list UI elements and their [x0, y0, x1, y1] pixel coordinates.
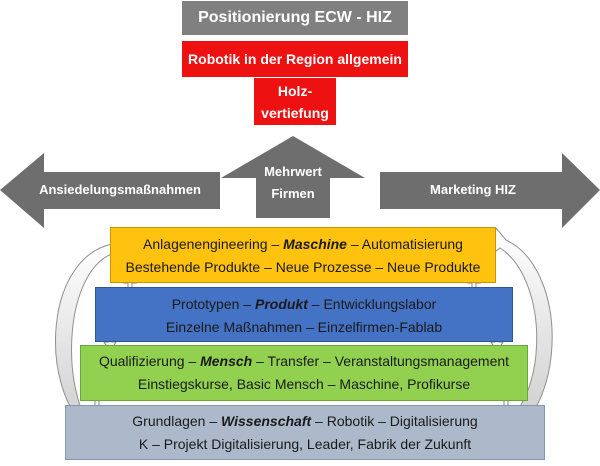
- layer-science-row1: Grundlagen – Wissenschaft – Robotik – Di…: [132, 413, 478, 429]
- layer-science-keyword: Wissenschaft: [221, 413, 312, 429]
- layer-machine-keyword: Maschine: [283, 236, 347, 252]
- layer-human-keyword: Mensch: [200, 353, 253, 369]
- layer-product-keyword: Produkt: [254, 296, 308, 312]
- up-arrow-label-line1: Mehrwert: [264, 164, 322, 179]
- layer-science: Grundlagen – Wissenschaft – Robotik – Di…: [65, 405, 545, 460]
- region-robotics-label: Robotik in der Region allgemein: [188, 51, 402, 67]
- layer-science-row2: K – Projekt Digitalisierung, Leader, Fab…: [138, 436, 472, 452]
- up-arrow-label-line2: Firmen: [271, 186, 315, 201]
- layer-machine: Anlagenengineering – Maschine – Automati…: [110, 227, 496, 283]
- diagram-title-text: Positionierung ECW - HIZ: [198, 9, 392, 26]
- region-robotics-box: Robotik in der Region allgemein: [182, 41, 408, 77]
- wood-deepening-label-line2: vertiefung: [261, 104, 329, 121]
- layer-product: Prototypen – Produkt – Entwicklungslabor…: [95, 287, 513, 342]
- layer-machine-row1: Anlagenengineering – Maschine – Automati…: [143, 236, 463, 252]
- up-arrow-shape: [221, 136, 365, 218]
- layer-human: Qualifizierung – Mensch – Transfer – Ver…: [80, 345, 528, 401]
- layer-machine-row2: Bestehende Produkte – Neue Prozesse – Ne…: [125, 259, 481, 275]
- wood-deepening-label-line1: Holz-: [277, 82, 313, 99]
- wood-deepening-box: Holz- vertiefung: [254, 78, 336, 125]
- layer-human-row2: Einstiegskurse, Basic Mensch – Maschine,…: [137, 376, 471, 392]
- left-arrow-shape: [0, 153, 220, 228]
- left-arrow-label: Ansiedelungsmaßnahmen: [39, 182, 201, 197]
- diagram-title: Positionierung ECW - HIZ: [182, 1, 408, 35]
- layer-product-row1: Prototypen – Produkt – Entwicklungslabor: [171, 296, 437, 312]
- right-arrow-shape: [380, 153, 600, 228]
- layer-human-row1: Qualifizierung – Mensch – Transfer – Ver…: [98, 353, 510, 369]
- right-arrow-label: Marketing HIZ: [430, 182, 516, 197]
- layer-product-row2: Einzelne Maßnahmen – Einzelfirmen-Fablab: [165, 319, 443, 335]
